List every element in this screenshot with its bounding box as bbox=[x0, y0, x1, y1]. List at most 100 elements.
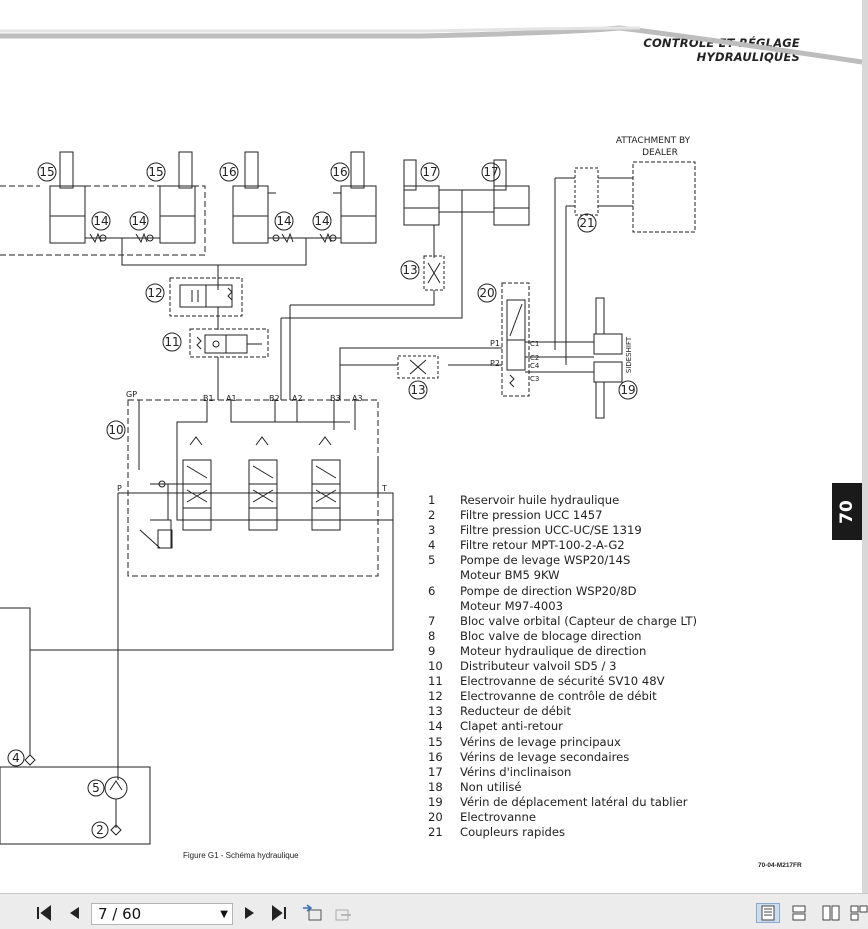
legend-number: 6 bbox=[428, 583, 436, 598]
port-c4: C4 bbox=[530, 362, 540, 370]
legend-text: Vérins de levage secondaires bbox=[460, 749, 630, 764]
legend-text: Moteur BM5 9KW bbox=[460, 568, 560, 583]
legend-item: 13 Reducteur de débit bbox=[428, 704, 728, 719]
go-back-icon[interactable] bbox=[300, 903, 324, 923]
port-a3: A3 bbox=[352, 394, 363, 403]
document-page bbox=[0, 0, 862, 893]
callout-13a: 13 bbox=[402, 263, 417, 277]
callout-2: 2 bbox=[96, 823, 104, 837]
legend-text: Electrovanne de sécurité SV10 48V bbox=[460, 674, 665, 689]
go-forward-icon[interactable] bbox=[332, 903, 356, 923]
two-page-view-icon[interactable] bbox=[820, 903, 842, 923]
legend-item: Moteur BM5 9KW bbox=[428, 568, 728, 583]
callout-19: 19 bbox=[620, 383, 635, 397]
callout-15b: 15 bbox=[148, 165, 163, 179]
legend-item: Moteur M97-4003 bbox=[428, 599, 728, 614]
legend-number: 21 bbox=[428, 825, 443, 840]
legend-number: 9 bbox=[428, 643, 436, 658]
legend-number bbox=[428, 599, 460, 614]
hydraulic-diagram: 15 15 16 16 17 17 14 14 14 14 21 13 20 1… bbox=[0, 25, 863, 845]
legend-number: 20 bbox=[428, 809, 443, 824]
legend-number: 17 bbox=[428, 764, 443, 779]
callout-14a: 14 bbox=[93, 214, 108, 228]
distributor-section-2 bbox=[248, 436, 278, 531]
legend-text: Moteur M97-4003 bbox=[460, 598, 564, 613]
legend-number: 2 bbox=[428, 508, 436, 523]
legend-text: Electrovanne bbox=[460, 809, 536, 824]
legend-text: Clapet anti-retour bbox=[460, 719, 563, 734]
legend-text: Pompe de direction WSP20/8D bbox=[460, 583, 637, 598]
port-c2: C2 bbox=[530, 354, 539, 362]
header-swoosh bbox=[0, 25, 863, 65]
port-p2: P2 bbox=[490, 359, 500, 368]
attachment-label-1: ATTACHMENT BY bbox=[616, 136, 691, 146]
port-b3: B3 bbox=[330, 394, 341, 403]
callout-21: 21 bbox=[579, 216, 594, 230]
callout-16b: 16 bbox=[332, 165, 347, 179]
port-b2: B2 bbox=[269, 394, 280, 403]
legend-text: Reservoir huile hydraulique bbox=[460, 493, 620, 507]
legend-number: 4 bbox=[428, 538, 436, 553]
legend-item: 14 Clapet anti-retour bbox=[428, 719, 728, 734]
legend-item: 6 Pompe de direction WSP20/8D bbox=[428, 584, 728, 599]
legend-number: 1 bbox=[428, 493, 436, 507]
continuous-view-icon[interactable] bbox=[788, 903, 810, 923]
legend-number: 13 bbox=[428, 704, 443, 719]
legend-item: 3 Filtre pression UCC-UC/SE 1319 bbox=[428, 523, 728, 538]
legend-item: 7 Bloc valve orbital (Capteur de charge L… bbox=[428, 614, 728, 629]
next-page-icon[interactable] bbox=[240, 903, 260, 923]
legend-text: Vérins de levage principaux bbox=[460, 734, 621, 749]
callout-11: 11 bbox=[164, 335, 179, 349]
page-number-value: 7 / 60 bbox=[98, 905, 142, 923]
two-page-continuous-view-icon[interactable] bbox=[850, 903, 868, 923]
callout-12: 12 bbox=[147, 286, 162, 300]
legend-text: Reducteur de débit bbox=[460, 704, 572, 719]
legend-number: 5 bbox=[428, 553, 436, 568]
legend-text: Bloc valve orbital (Capteur de charge LT… bbox=[460, 613, 697, 628]
legend-text: Pompe de levage WSP20/14S bbox=[460, 553, 631, 568]
callout-14d: 14 bbox=[314, 214, 329, 228]
callout-17b: 17 bbox=[483, 165, 498, 179]
callout-14c: 14 bbox=[276, 214, 291, 228]
port-p1: P1 bbox=[490, 339, 500, 348]
legend-item: 20 Electrovanne bbox=[428, 810, 728, 825]
legend-text: Non utilisé bbox=[460, 779, 522, 794]
legend-number: 11 bbox=[428, 674, 443, 689]
last-page-icon[interactable] bbox=[268, 903, 290, 923]
tilt-cylinder-17b bbox=[493, 159, 530, 226]
legend-text: Filtre retour MPT-100-2-A-G2 bbox=[460, 538, 625, 553]
port-gp: GP bbox=[126, 390, 137, 399]
callout-16a: 16 bbox=[221, 165, 236, 179]
legend-text: Filtre pression UCC-UC/SE 1319 bbox=[460, 523, 642, 538]
port-c1: C1 bbox=[530, 340, 539, 348]
figure-caption: Figure G1 - Schéma hydraulique bbox=[183, 851, 299, 860]
legend-number: 14 bbox=[428, 719, 443, 734]
legend-item: 1 Reservoir huile hydraulique bbox=[428, 493, 728, 508]
previous-page-icon[interactable] bbox=[64, 903, 84, 923]
single-page-view-icon[interactable] bbox=[756, 903, 780, 923]
tilt-cylinder-17a bbox=[403, 159, 440, 226]
port-t: T bbox=[381, 484, 387, 493]
legend-item: 4 Filtre retour MPT-100-2-A-G2 bbox=[428, 538, 728, 553]
page-number-select[interactable]: 7 / 60 ▼ bbox=[91, 903, 233, 925]
sideshift-label: SIDESHIFT bbox=[625, 336, 633, 373]
legend-text: Coupleurs rapides bbox=[460, 825, 566, 840]
first-page-icon[interactable] bbox=[34, 903, 54, 923]
section-tab: 70 bbox=[832, 483, 862, 540]
callout-10: 10 bbox=[108, 423, 123, 437]
legend-number: 7 bbox=[428, 613, 436, 628]
page-edge bbox=[862, 0, 868, 893]
callout-4: 4 bbox=[12, 751, 20, 765]
port-a2: A2 bbox=[292, 394, 303, 403]
lift-cylinder-16b bbox=[340, 151, 377, 244]
chevron-down-icon: ▼ bbox=[220, 909, 228, 920]
legend-text: Electrovanne de contrôle de débit bbox=[460, 689, 657, 704]
callout-17a: 17 bbox=[422, 165, 437, 179]
legend-number: 3 bbox=[428, 523, 436, 538]
